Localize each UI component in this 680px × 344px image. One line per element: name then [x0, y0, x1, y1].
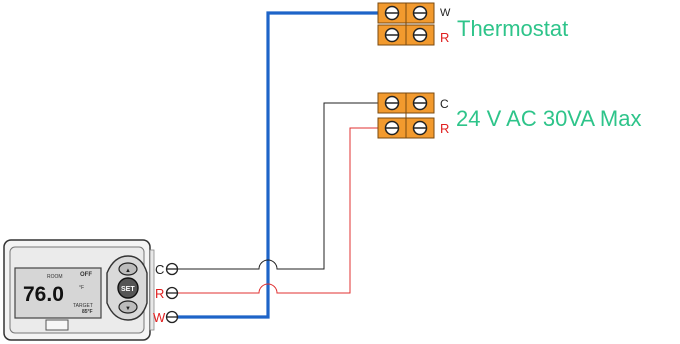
terminal-label-r: R — [440, 121, 449, 136]
screw-icon — [165, 310, 179, 324]
up-arrow-icon: ▲ — [125, 268, 131, 274]
screw-icon — [412, 5, 428, 21]
connector-strip — [149, 249, 155, 331]
down-arrow-icon: ▼ — [125, 306, 131, 312]
screw-icon — [384, 120, 400, 136]
screw-icon — [384, 5, 400, 21]
lcd-screen — [14, 267, 102, 319]
down-button[interactable] — [118, 300, 138, 314]
wire-w-blue — [178, 11, 378, 319]
device-terminals: C R W — [153, 262, 179, 325]
screw-icon — [384, 95, 400, 111]
screw-icon — [412, 95, 428, 111]
block-title-thermostat: Thermostat — [457, 16, 568, 41]
screw-icon — [165, 286, 179, 300]
temperature-readout: 76.0 — [23, 283, 64, 306]
unit-label: °F — [79, 285, 84, 291]
battery-door — [45, 319, 69, 331]
device-terminal-c: C — [155, 262, 164, 277]
block-title-power: 24 V AC 30VA Max — [456, 106, 641, 131]
status-label: OFF — [80, 272, 92, 278]
terminal-label-w: W — [440, 7, 451, 19]
screw-icon — [165, 262, 179, 276]
target-value: 85°F — [82, 309, 93, 315]
terminal-block-power: C R 24 V AC 30VA Max — [377, 92, 641, 139]
terminal-label-c: C — [440, 97, 449, 111]
wire-r-red — [178, 127, 378, 294]
screw-icon — [412, 27, 428, 43]
screw-icon — [384, 27, 400, 43]
screw-icon — [412, 120, 428, 136]
room-label: ROOM — [47, 274, 63, 280]
device-terminal-w: W — [153, 310, 166, 325]
set-button-label: SET — [121, 286, 135, 293]
device-terminal-r: R — [155, 286, 164, 301]
up-button[interactable] — [118, 262, 138, 276]
wires — [178, 11, 378, 319]
set-button[interactable] — [117, 277, 139, 299]
wire-c-black — [178, 102, 378, 270]
terminal-label-r: R — [440, 30, 449, 45]
terminal-block-thermostat: W R Thermostat — [377, 2, 568, 46]
thermostat-device: ROOM OFF 76.0 °F TARGET 85°F ▲ ▼ SET — [3, 239, 155, 341]
target-label: TARGET — [73, 303, 93, 309]
